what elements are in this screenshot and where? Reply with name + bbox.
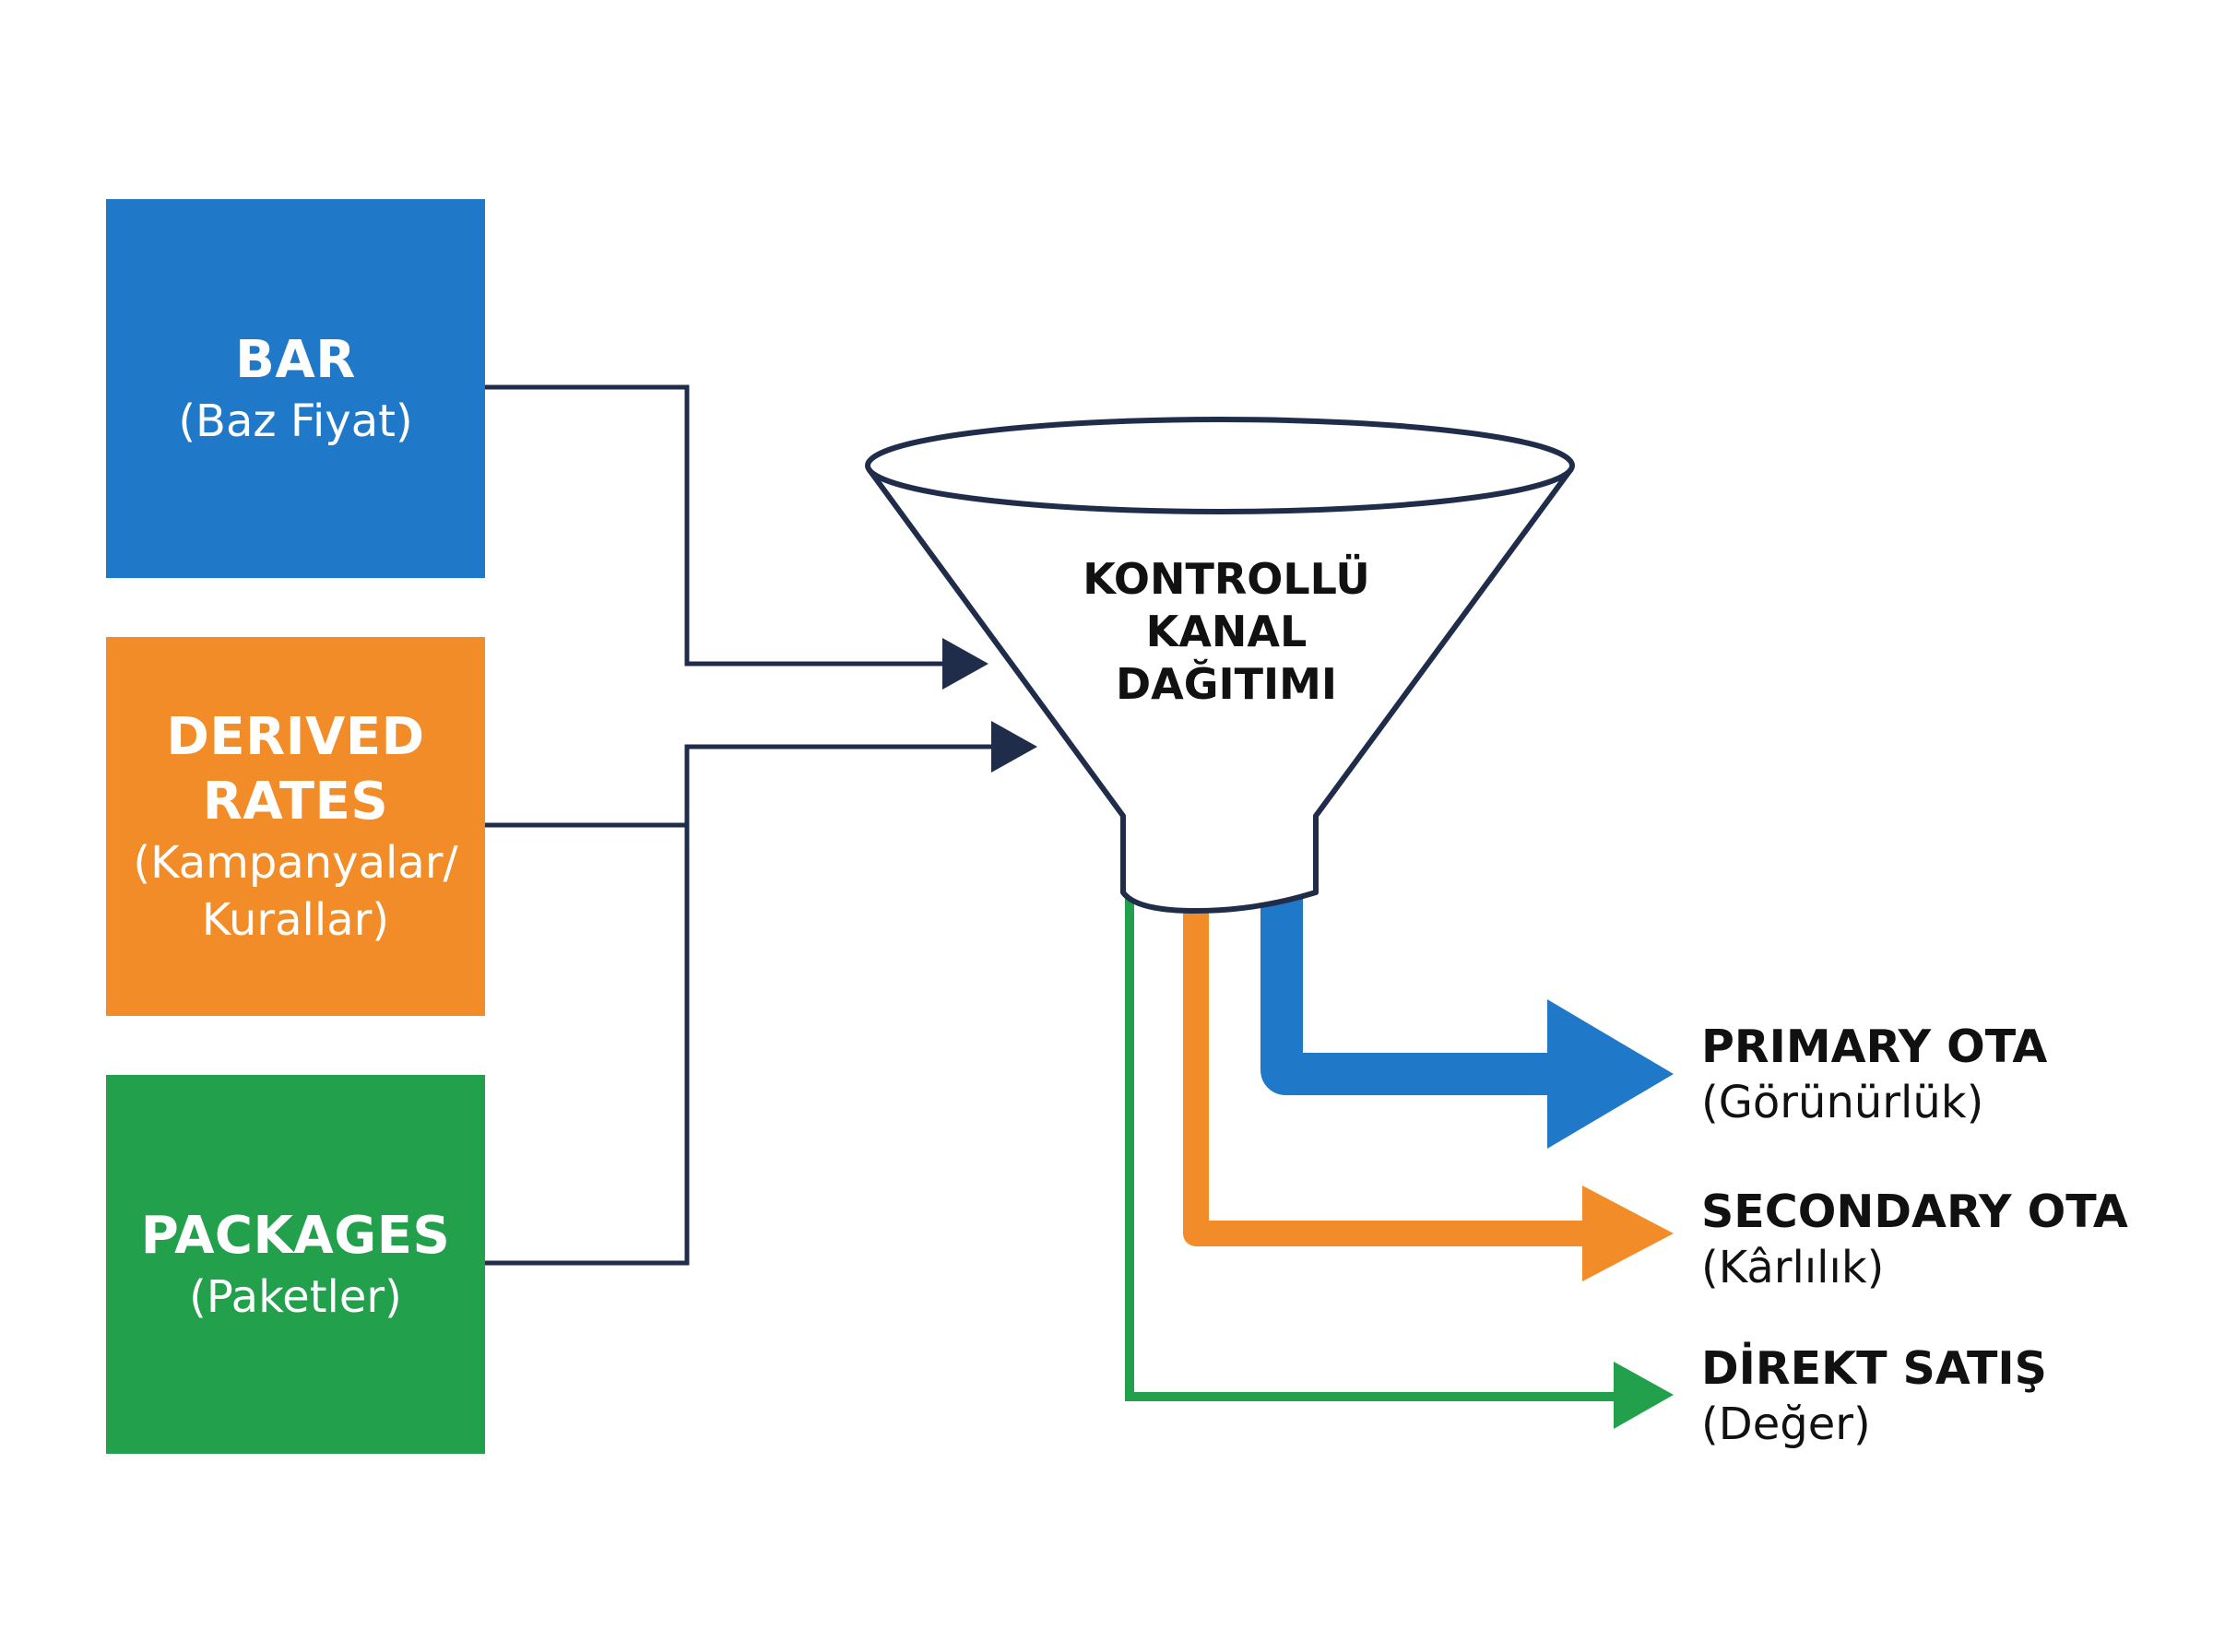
arrowhead-direct-sales [1614, 1362, 1674, 1429]
arrowhead-secondary-ota [1582, 1186, 1674, 1281]
source-box-packages: PACKAGES (Paketler) [106, 1075, 485, 1454]
connector-packages [485, 744, 1005, 1266]
source-box-bar: BAR (Baz Fiyat) [106, 199, 485, 578]
funnel-label-line3: DAĞITIMI [1115, 659, 1338, 709]
source-subtitle-bar: (Baz Fiyat) [178, 395, 413, 447]
output-label-secondary-ota: SECONDARY OTA (Kârlılık) [1701, 1185, 2128, 1295]
output-subtitle-primary-ota: (Görünürlük) [1701, 1077, 1984, 1128]
funnel-rim [865, 417, 1575, 514]
output-title-primary-ota: PRIMARY OTA [1701, 1021, 2048, 1073]
flow-green-direct [1125, 899, 1623, 1401]
output-subtitle-secondary-ota: (Kârlılık) [1701, 1242, 1885, 1293]
funnel-label: KONTROLLÜ KANAL DAĞITIMI [1042, 553, 1411, 711]
funnel [865, 417, 1575, 914]
source-box-derived-rates: DERIVED RATES (Kampanyalar/ Kurallar) [106, 637, 485, 1016]
source-subtitle-packages: (Paketler) [189, 1270, 402, 1323]
source-title-derived-rates-line1: DERIVED [166, 706, 425, 767]
flow-blue-primary [1260, 894, 1563, 1095]
arrowhead-bar-connector [942, 638, 988, 690]
flow-orange-secondary [1183, 903, 1595, 1246]
funnel-body [867, 467, 1573, 914]
source-title-packages: PACKAGES [140, 1205, 451, 1266]
output-subtitle-direct-sales: (Değer) [1701, 1398, 1871, 1450]
output-label-primary-ota: PRIMARY OTA (Görünürlük) [1701, 1020, 2047, 1130]
output-title-secondary-ota: SECONDARY OTA [1701, 1186, 2128, 1238]
source-subtitle-derived-rates-line1: (Kampanyalar/ [133, 836, 458, 889]
arrowhead-primary-ota [1547, 999, 1674, 1149]
source-subtitle-derived-rates-line2: Kurallar) [201, 893, 390, 946]
arrowhead-packages-connector [991, 721, 1037, 773]
funnel-label-line1: KONTROLLÜ [1083, 554, 1370, 604]
connector-bar [485, 384, 959, 667]
source-connectors [485, 384, 1005, 1266]
output-title-direct-sales: DİREKT SATIŞ [1701, 1342, 2047, 1395]
source-title-bar: BAR [235, 329, 356, 390]
funnel-label-line2: KANAL [1145, 607, 1308, 656]
source-title-derived-rates-line2: RATES [202, 771, 389, 832]
output-label-direct-sales: DİREKT SATIŞ (Değer) [1701, 1341, 2047, 1452]
